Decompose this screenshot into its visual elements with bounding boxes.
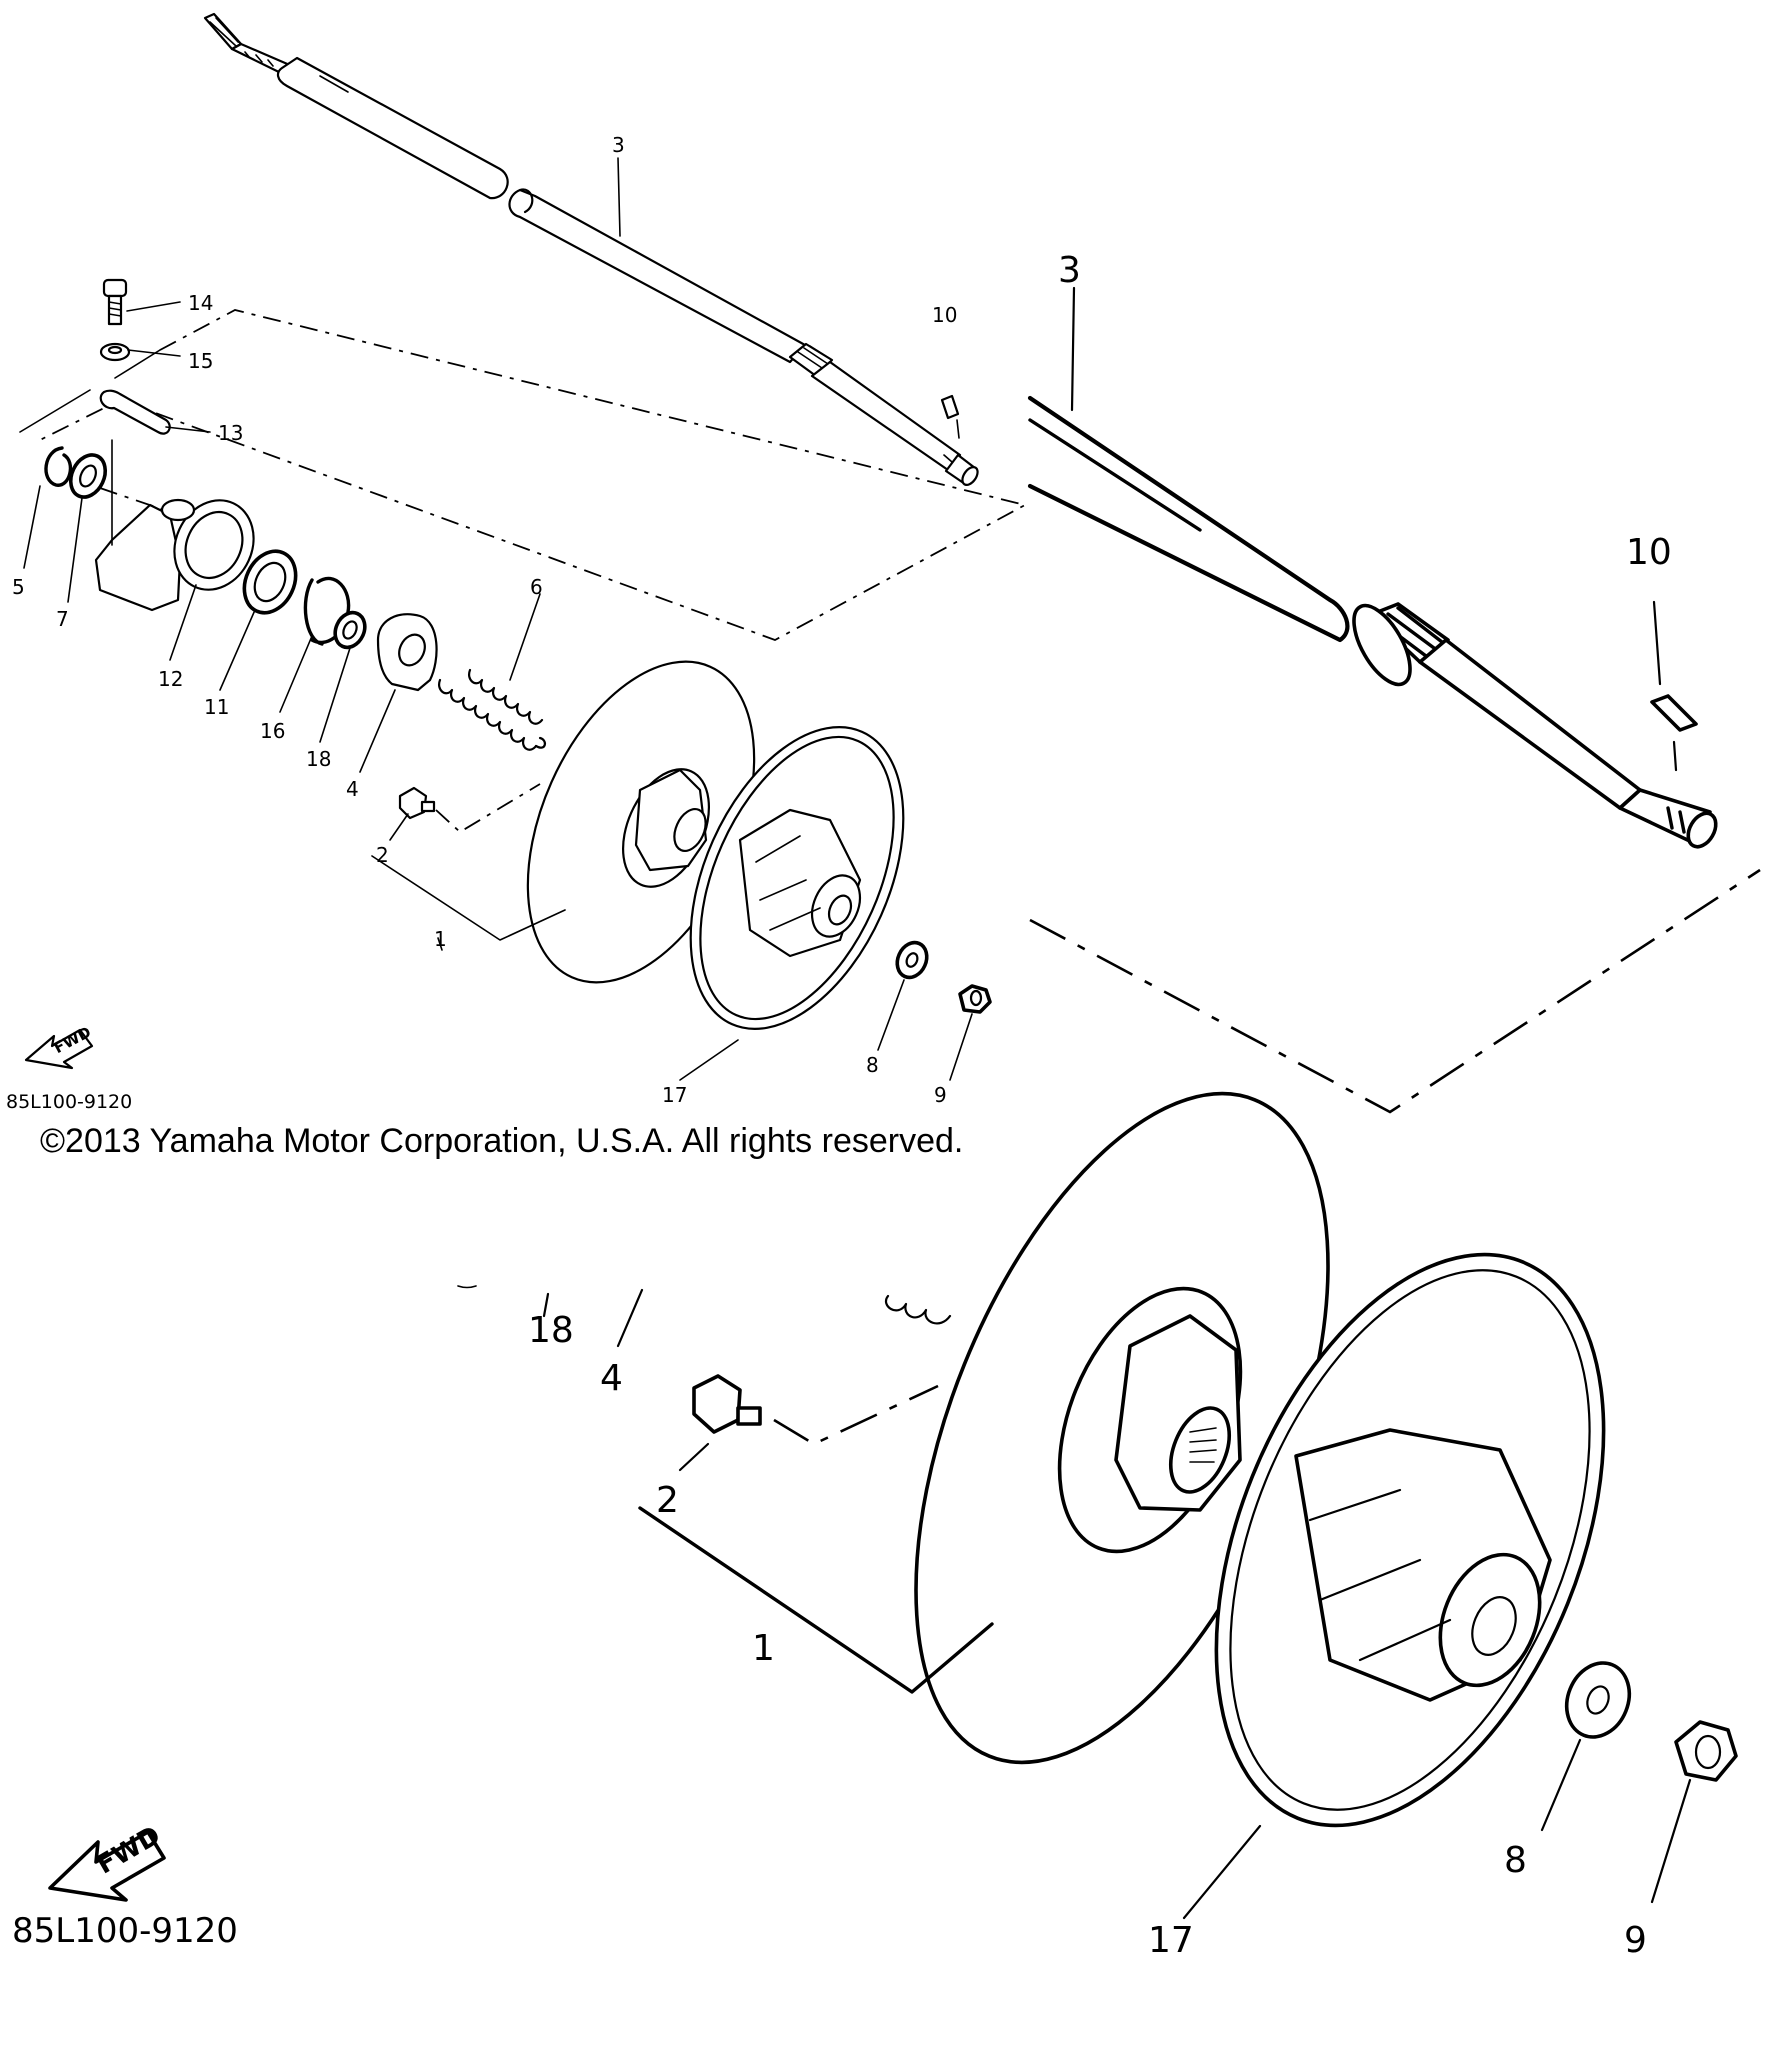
callout-11: 11	[204, 695, 229, 719]
key-10	[940, 394, 960, 420]
bolt-14	[102, 278, 128, 326]
detail-callout-2: 2	[656, 1480, 679, 1521]
detail-nut-9	[1674, 1720, 1738, 1782]
detail-callout-17: 17	[1148, 1920, 1194, 1961]
detail-callout-10: 10	[1626, 532, 1672, 573]
overview-diagram: 3 14 15 13 10 5 7 12 11 16 18 4 6 2 1 17…	[6, 12, 1028, 1113]
overview-leaders	[23, 157, 973, 1081]
callout-6: 6	[530, 575, 543, 599]
callout-13: 13	[218, 421, 243, 445]
detail-fwd-arrow-icon: FWD	[48, 1821, 166, 1902]
detail-part-code: 85L100-9120	[12, 1911, 238, 1951]
bearing-11	[242, 549, 298, 615]
callout-17: 17	[662, 1083, 687, 1107]
callout-7: 7	[56, 607, 69, 631]
detail-callout-18: 18	[528, 1310, 574, 1351]
callout-14: 14	[188, 291, 213, 315]
detail-callout-4: 4	[600, 1358, 623, 1399]
washer-8	[895, 940, 929, 980]
callout-1: 1	[434, 927, 447, 951]
fwd-arrow-icon: FWD	[24, 1023, 94, 1070]
collar-18	[333, 610, 367, 650]
bearing-housing-12	[94, 439, 255, 612]
spring-6	[438, 668, 546, 751]
detail-callout-3: 3	[1058, 250, 1081, 291]
detail-bolt-2	[692, 1374, 762, 1434]
detail-pulley-diagram: 18 4 2 1 17 8 9 FWD 85L100-9120	[12, 1091, 1738, 1961]
callout-10: 10	[932, 303, 957, 327]
callout-16: 16	[260, 719, 285, 743]
callout-3: 3	[612, 133, 625, 157]
plate-13	[99, 389, 171, 435]
detail-callout-1: 1	[752, 1628, 775, 1669]
detail-callout-9: 9	[1624, 1920, 1647, 1961]
callout-8: 8	[866, 1053, 879, 1077]
detail-shaft-diagram: 3 10	[1027, 250, 1761, 1114]
callout-4: 4	[346, 777, 359, 801]
part-code: 85L100-9120	[6, 1091, 132, 1113]
callout-9: 9	[934, 1083, 947, 1107]
bolt-2	[398, 786, 436, 820]
circlip-5	[44, 446, 73, 487]
movable-sheave-17	[689, 726, 905, 1030]
secondary-shaft	[203, 12, 979, 486]
callout-12: 12	[158, 667, 183, 691]
overview-callouts: 3 14 15 13 10 5 7 12 11 16 18 4 6 2 1 17…	[12, 133, 957, 1107]
seal-7	[68, 453, 108, 499]
detail-callout-8: 8	[1504, 1840, 1527, 1881]
copyright-notice: ©2013 Yamaha Motor Corporation, U.S.A. A…	[40, 1122, 963, 1160]
callout-5: 5	[12, 575, 25, 599]
callout-15: 15	[188, 349, 213, 373]
nut-9	[958, 984, 992, 1014]
callout-2: 2	[376, 843, 389, 867]
detail-movable-sheave-17	[1214, 1252, 1606, 1828]
callout-18: 18	[306, 747, 331, 771]
detail-washer-8	[1564, 1661, 1632, 1739]
cam-4	[376, 613, 438, 692]
